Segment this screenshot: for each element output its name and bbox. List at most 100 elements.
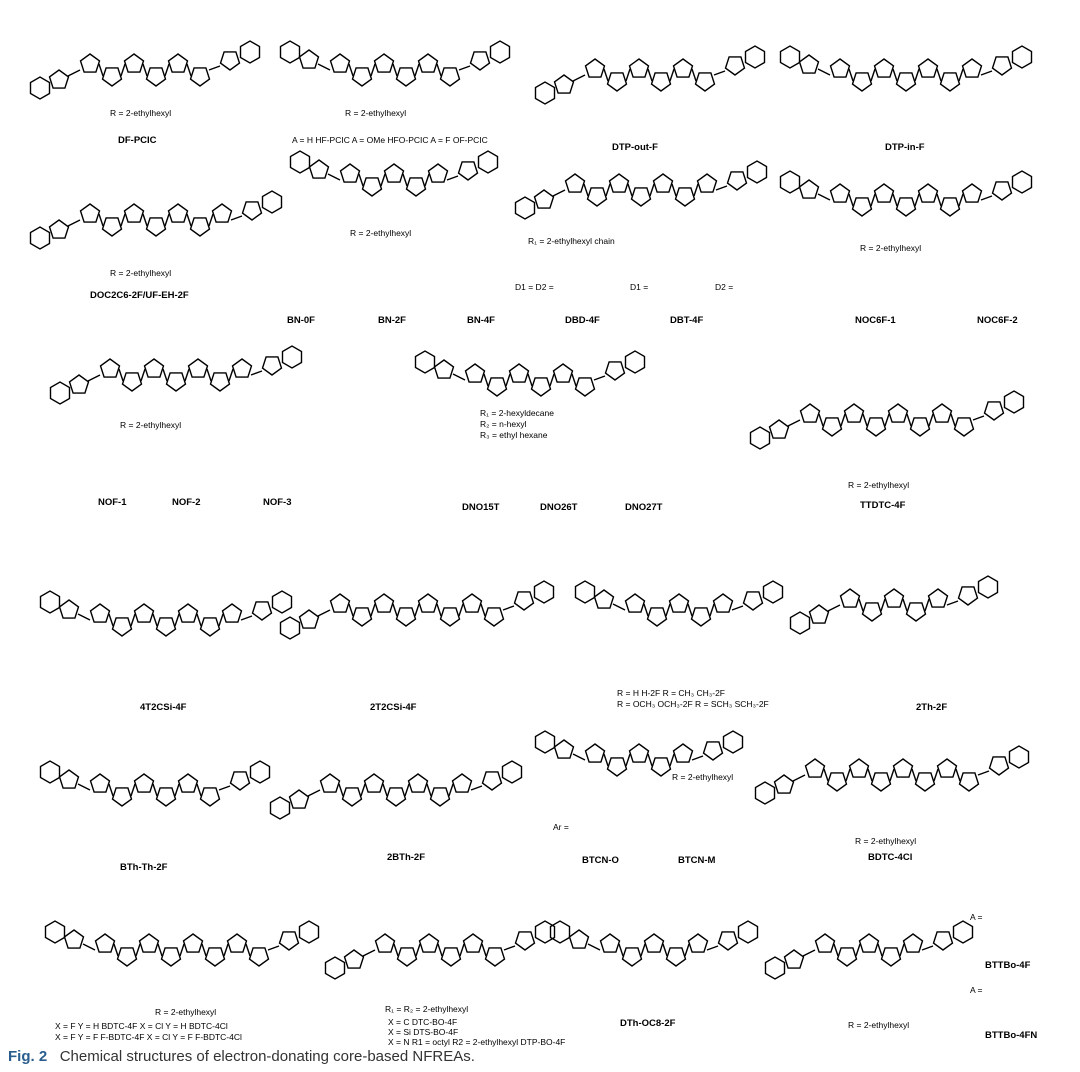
bond: [627, 183, 633, 197]
thiophene-ring: [160, 947, 182, 967]
bond: [208, 65, 221, 71]
thiophene-ring: [804, 758, 826, 778]
bond: [481, 943, 487, 957]
bond: [936, 193, 942, 207]
benzene-ring: [49, 381, 71, 405]
bond: [640, 943, 646, 957]
bond: [625, 68, 631, 82]
bond: [669, 68, 675, 82]
dtc-bo-note: R₁ = R₂ = 2-ethylhexyl: [385, 1004, 469, 1014]
thiophene-ring: [880, 947, 902, 967]
five-membered-ring: [68, 374, 90, 394]
bond: [713, 70, 726, 76]
thiophene-ring: [914, 772, 936, 792]
five-membered-ring: [48, 69, 70, 89]
thiophene-ring: [407, 773, 429, 793]
doc2c6-note: R = 2-ethylhexyl: [110, 268, 172, 278]
dno15t-label: DNO15T: [462, 502, 500, 513]
thiophene-ring: [652, 173, 674, 193]
bond: [684, 943, 690, 957]
bond: [452, 373, 466, 381]
bond: [164, 63, 170, 77]
bond: [120, 63, 126, 77]
bdtc-note: R = 2-ethylhexyl: [855, 836, 917, 846]
bond: [906, 413, 912, 427]
noc6f-2-label: NOC6F-2: [977, 315, 1018, 326]
bond: [448, 783, 454, 797]
five-membered-ring: [288, 789, 310, 809]
benzene-ring: [534, 81, 556, 105]
bond: [208, 213, 214, 227]
bond: [899, 943, 905, 957]
thiophene-ring: [427, 163, 449, 183]
thiophene-ring: [826, 772, 848, 792]
benzene-ring: [754, 781, 776, 805]
bond: [612, 603, 626, 611]
bond: [414, 63, 420, 77]
bond: [228, 368, 234, 382]
bttbo-4fn-label: BTTBo-4FN: [985, 1030, 1038, 1041]
bond: [870, 193, 876, 207]
benzene-ring: [1011, 45, 1033, 69]
bond: [505, 373, 511, 387]
thiophene-ring: [123, 53, 145, 73]
bond: [572, 753, 586, 761]
thiophene-ring: [165, 372, 187, 392]
dbd-r1-note: R₁ = 2-ethylhexyl chain: [528, 236, 615, 246]
dbt-d2-line: D2 =: [715, 282, 734, 292]
thiophene-ring: [829, 58, 851, 78]
thiophene-ring: [417, 53, 439, 73]
bond: [840, 413, 846, 427]
thiophene-ring: [101, 67, 123, 87]
bond: [643, 603, 649, 617]
dtp-out-f-label: DTP-out-F: [612, 142, 658, 153]
bond: [142, 63, 148, 77]
thiophene-ring: [931, 403, 953, 423]
benzene-ring: [534, 920, 556, 944]
bond: [360, 783, 366, 797]
structure-drawings: [29, 40, 1033, 980]
bond: [415, 943, 421, 957]
bond: [914, 68, 920, 82]
thiophene-ring: [89, 603, 111, 623]
benzene-ring: [737, 920, 759, 944]
thiophene-ring: [361, 177, 383, 197]
thiophene-ring: [606, 72, 628, 92]
bond: [827, 604, 841, 612]
thiophene-ring: [606, 757, 628, 777]
five-membered-ring: [241, 201, 263, 221]
thiophene-ring: [712, 593, 734, 613]
thiophene-ring: [405, 177, 427, 197]
thiophene-ring: [630, 187, 652, 207]
thiophene-ring: [123, 203, 145, 223]
bond: [603, 753, 609, 767]
2t2csi-label: 2T2CSi-4F: [370, 702, 417, 713]
thiophene-ring: [927, 588, 949, 608]
five-membered-ring: [798, 54, 820, 74]
bond: [787, 419, 801, 427]
thiophene-ring: [674, 187, 696, 207]
bond: [414, 603, 420, 617]
benzene-ring: [624, 350, 646, 374]
thiophene-ring: [373, 593, 395, 613]
thiophene-ring: [199, 617, 221, 637]
bond: [870, 68, 876, 82]
bond: [955, 768, 961, 782]
bond: [446, 175, 459, 181]
benzene-ring: [574, 580, 596, 604]
bond: [552, 189, 566, 197]
benzene-ring: [789, 611, 811, 635]
bond: [502, 605, 515, 611]
thiophene-ring: [873, 183, 895, 203]
five-membered-ring: [229, 771, 251, 791]
bond: [972, 415, 985, 421]
thiophene-ring: [363, 773, 385, 793]
bond: [152, 783, 158, 797]
benzene-ring: [298, 920, 320, 944]
bond: [223, 943, 229, 957]
thiophene-ring: [329, 593, 351, 613]
bond: [503, 945, 516, 951]
bond: [892, 193, 898, 207]
dth-oc8-2f-label: DTh-OC8-2F: [620, 1018, 676, 1029]
thiophene-ring: [483, 607, 505, 627]
